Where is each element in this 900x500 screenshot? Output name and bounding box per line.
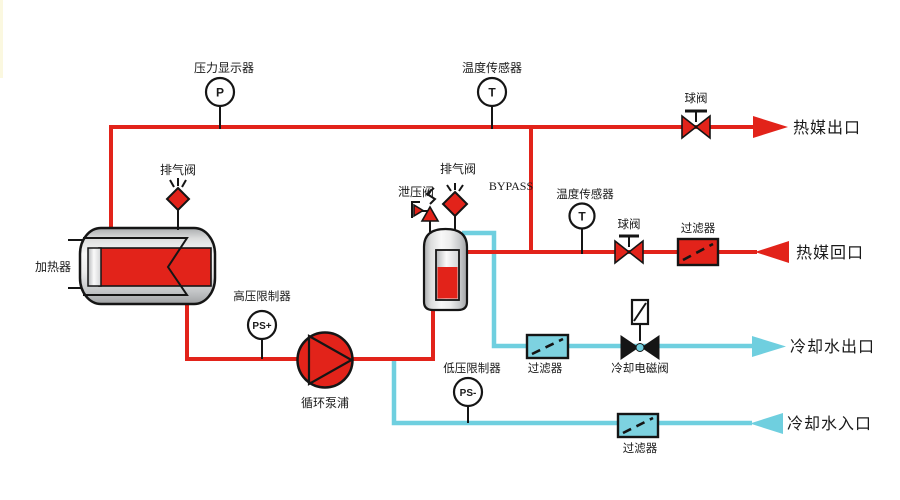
spray-line [446,184,452,192]
heater-vessel [68,226,217,306]
exhaust-valve-tank [441,183,469,218]
high-pressure-limiter-tag: PS+ [252,321,271,332]
heater-label: 加热器 [35,260,71,274]
cooling-inlet-label: 冷却水入口 [787,415,872,433]
pressure-gauge-tag: P [216,86,224,100]
bypass-label: BYPASS [489,179,533,193]
hot-outlet-label: 热媒出口 [793,119,861,137]
hot-return-label: 热媒回口 [796,244,864,262]
ball-valve-top [681,109,711,140]
temp-sensor-return-tag: T [578,210,586,224]
temp-sensor-top-tag: T [488,86,496,100]
cooling-outlet-arrow [752,336,786,357]
hot-return-arrow [755,241,789,263]
spray-line [458,184,464,192]
circulation-pump [296,331,354,389]
heater-element-outline [83,237,189,296]
filter-cooling-outlet [525,333,570,360]
cooling-outlet-label: 冷却水出口 [790,338,875,356]
hot-outlet-pipe [109,125,753,230]
low-pressure-limiter-label: 低压限制器 [443,362,501,375]
hot-outlet-arrow [753,116,788,138]
pressure-gauge-label: 压力显示器 [194,61,254,75]
temp-sensor-top: T [476,76,508,129]
relief-valve-label: 泄压阀 [398,185,434,199]
ball-valve-top-label: 球阀 [685,91,708,105]
exhaust-valve-heater-label: 排气阀 [160,162,196,177]
ball-valve-return-label: 球阀 [618,217,641,231]
solenoid-coil-diagonal [633,302,647,322]
temp-sensor-return: T [568,202,596,254]
filter-cooling-inlet [616,412,660,439]
low-pressure-limiter-tag: PS- [460,388,477,399]
high-pressure-limiter-label: 高压限制器 [233,289,291,303]
relief-valve [411,187,440,222]
pump-impeller-triangle [307,334,354,386]
temp-sensor-return-label: 温度传感器 [556,187,614,201]
ball-valve-return [614,234,644,265]
pump-label: 循环泵浦 [301,396,349,410]
cooling-inlet-arrow [750,413,783,434]
tank-level [437,267,458,299]
low-pressure-limiter: PS- [452,376,484,423]
exhaust-valve-heater [165,178,191,230]
pressure-gauge: P [204,76,236,129]
filter-return-label: 过滤器 [681,222,716,235]
heater-hot-core [98,247,212,287]
expansion-tank [422,213,469,312]
filter-return [676,237,720,267]
filter-cooling-outlet-label: 过滤器 [528,362,563,375]
cooling-solenoid-valve-label: 冷却电磁阀 [611,361,669,375]
high-pressure-limiter: PS+ [246,309,278,359]
spray-line [169,179,175,188]
exhaust-valve-tank-label: 排气阀 [440,161,476,176]
cooling-solenoid-valve [620,298,660,360]
edge-artifact [0,0,3,78]
temp-sensor-top-label: 温度传感器 [462,60,522,75]
filter-cooling-inlet-label: 过滤器 [623,442,658,455]
spray-line [181,179,187,188]
